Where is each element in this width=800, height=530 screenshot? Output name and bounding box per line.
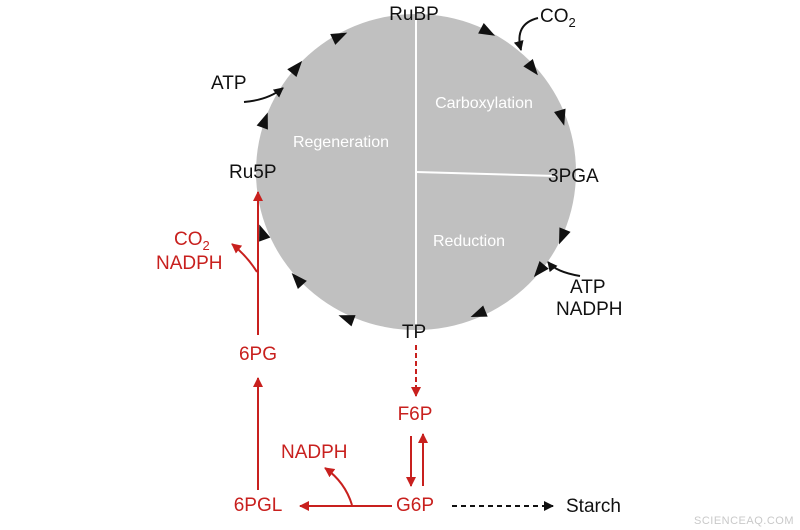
node-starch: Starch xyxy=(566,496,621,517)
cycle-arrow xyxy=(338,315,356,327)
node-tp: TP xyxy=(402,322,426,343)
co2-nadph-output-arrow xyxy=(231,243,258,273)
cycle-arrow xyxy=(256,112,268,130)
input-atp-regeneration: ATP xyxy=(211,73,247,94)
output-co2: CO2 xyxy=(174,229,210,253)
node-g6p: G6P xyxy=(396,495,434,516)
co2-input-arrow xyxy=(513,17,539,51)
phase-label-carboxylation: Carboxylation xyxy=(435,95,533,112)
node-6pgl: 6PGL xyxy=(234,495,283,516)
atp-regeneration-arrow xyxy=(243,87,284,103)
cycle-arrow xyxy=(554,108,566,126)
cycle-arrow xyxy=(478,22,496,36)
cycle-divider-horizontal xyxy=(415,171,557,177)
input-nadph-reduction: NADPH xyxy=(556,299,623,320)
phase-label-regeneration: Regeneration xyxy=(293,134,389,151)
output-nadph-ppp: NADPH xyxy=(156,253,223,274)
cycle-arrow xyxy=(523,59,538,76)
cycle-arrow xyxy=(259,224,271,242)
cycle-arrow xyxy=(330,32,348,45)
cycle-arrow xyxy=(470,305,488,317)
input-co2: CO2 xyxy=(540,6,576,30)
node-f6p: F6P xyxy=(398,404,433,425)
cycle-arrow xyxy=(559,227,571,245)
node-rubp: RuBP xyxy=(389,4,439,25)
node-6pg: 6PG xyxy=(239,344,277,365)
cycle-direction-arrows xyxy=(256,22,571,327)
node-3pga: 3PGA xyxy=(548,166,599,187)
cycle-arrow xyxy=(533,261,549,278)
cycle-arrow xyxy=(287,60,303,77)
node-ru5p: Ru5P xyxy=(229,162,277,183)
phase-label-reduction: Reduction xyxy=(433,233,505,250)
cycle-arrow xyxy=(291,273,307,289)
output-nadph: NADPH xyxy=(281,442,348,463)
nadph-output-arrow xyxy=(324,467,353,506)
atp-nadph-input-arrow xyxy=(547,261,581,277)
input-atp-reduction: ATP xyxy=(570,277,606,298)
watermark: SCIENCEAQ.COM xyxy=(694,515,794,527)
